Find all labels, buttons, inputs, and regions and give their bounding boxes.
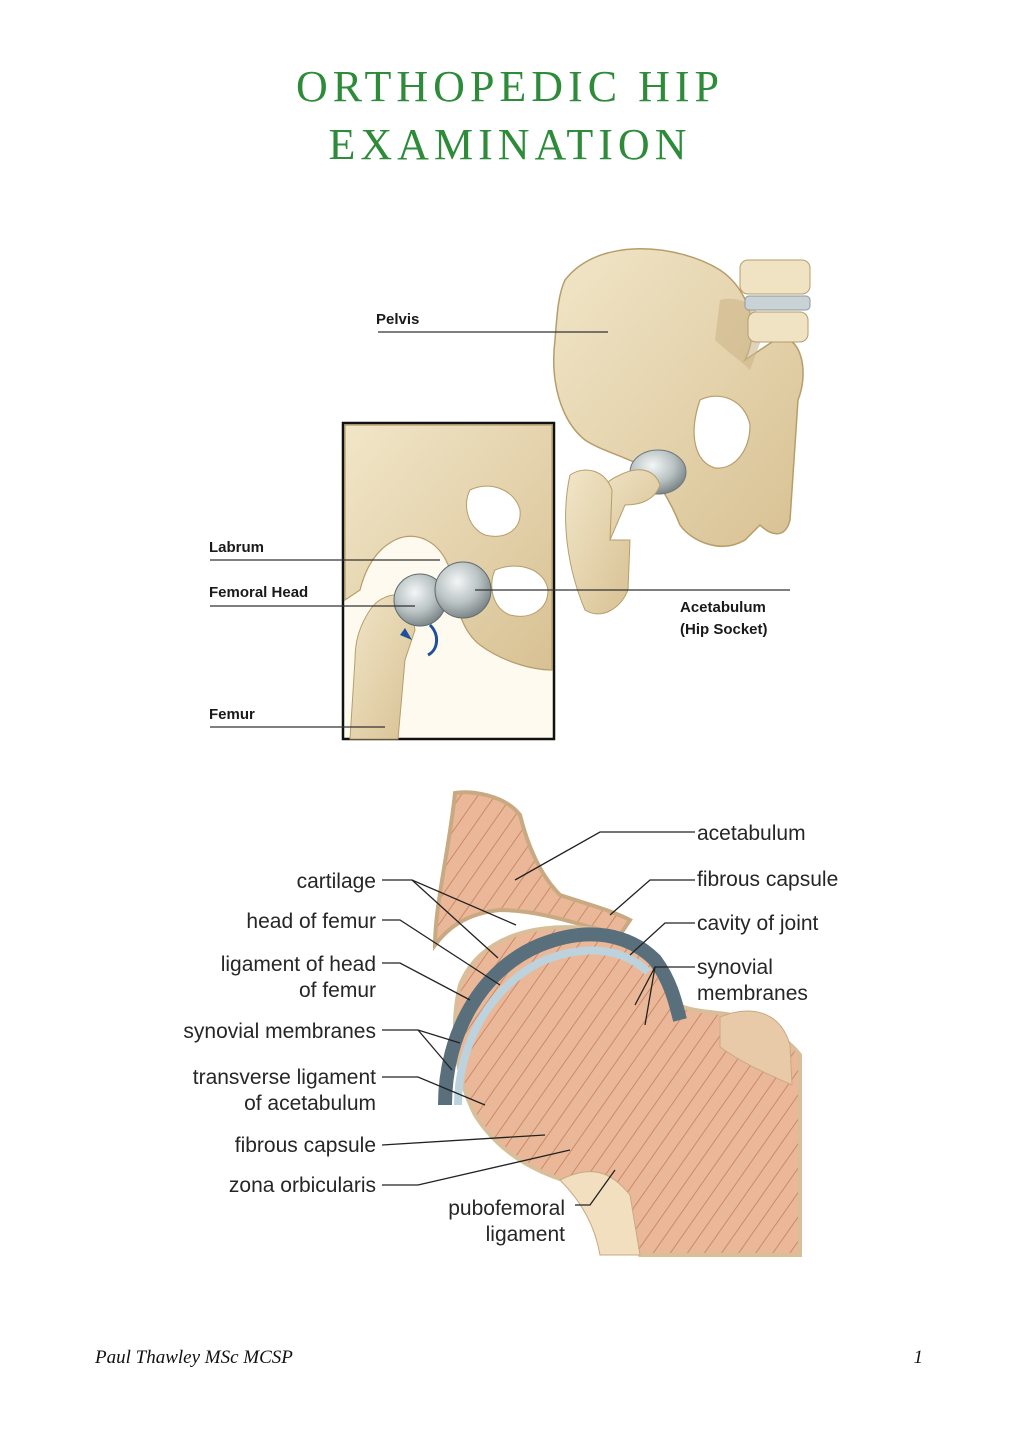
hip-cross-section: cartilage head of femur ligament of head… bbox=[183, 790, 838, 1257]
label-cartilage: cartilage bbox=[297, 870, 376, 893]
label-fibrous-right: fibrous capsule bbox=[697, 868, 838, 891]
page-number: 1 bbox=[913, 1347, 924, 1368]
label-femur: Femur bbox=[209, 706, 255, 723]
label-pelvis: Pelvis bbox=[376, 311, 419, 328]
label-zona: zona orbicularis bbox=[229, 1174, 376, 1197]
label-fibrous-left: fibrous capsule bbox=[235, 1134, 376, 1157]
label-ligament-head-2: of femur bbox=[299, 979, 376, 1002]
label-cavity: cavity of joint bbox=[697, 912, 819, 935]
label-hip-socket: (Hip Socket) bbox=[680, 621, 768, 638]
label-pubofemoral-2: ligament bbox=[486, 1223, 566, 1246]
label-acetabulum-2: acetabulum bbox=[697, 822, 806, 845]
label-transverse-2: of acetabulum bbox=[244, 1092, 376, 1115]
title-line-2: EXAMINATION bbox=[328, 120, 692, 169]
label-labrum: Labrum bbox=[209, 539, 264, 556]
label-pubofemoral-1: pubofemoral bbox=[448, 1197, 565, 1220]
label-synovial-right-2: membranes bbox=[697, 982, 808, 1005]
label-synovial-left: synovial membranes bbox=[183, 1020, 376, 1043]
pelvis-bone bbox=[553, 248, 811, 615]
footer-author: Paul Thawley MSc MCSP bbox=[95, 1347, 293, 1368]
pelvis-illustration: Pelvis Labrum Femoral Head Femur Acetabu… bbox=[209, 248, 811, 741]
title-line-1: ORTHOPEDIC HIP bbox=[296, 62, 724, 111]
label-acetabulum: Acetabulum bbox=[680, 599, 766, 616]
label-femoral-head: Femoral Head bbox=[209, 584, 308, 601]
label-transverse-1: transverse ligament bbox=[193, 1066, 376, 1089]
label-ligament-head-1: ligament of head bbox=[221, 953, 376, 976]
page-title: ORTHOPEDIC HIP EXAMINATION bbox=[0, 58, 1020, 174]
label-head-of-femur: head of femur bbox=[246, 910, 376, 933]
label-synovial-right-1: synovial bbox=[697, 956, 773, 979]
